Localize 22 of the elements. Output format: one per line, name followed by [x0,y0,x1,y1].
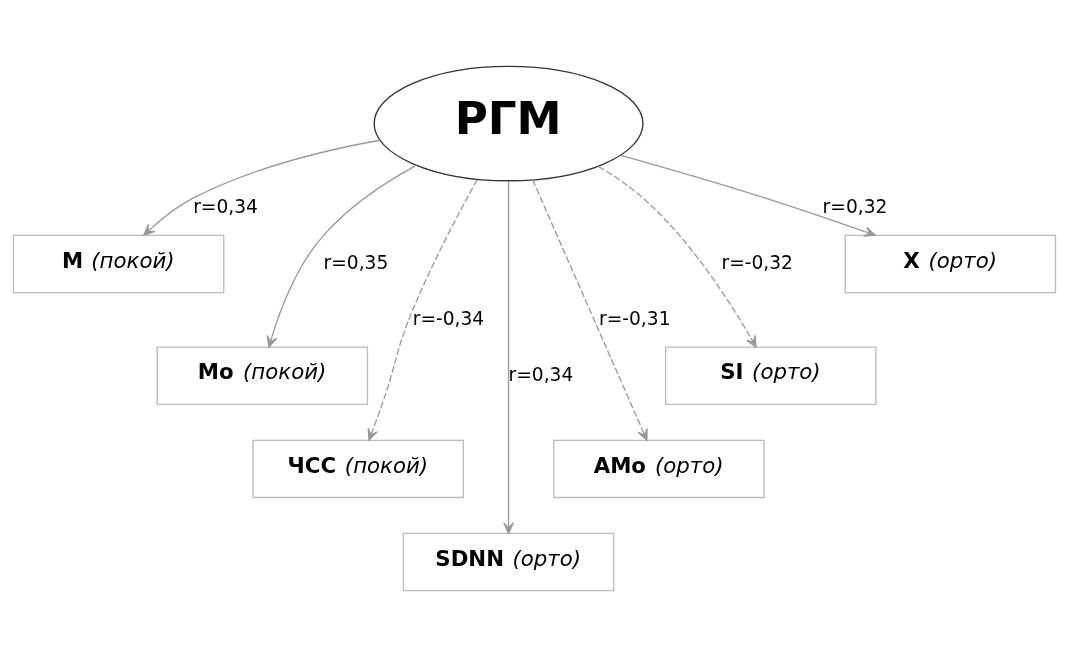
node-box: AMo (орто) [553,439,765,499]
edge-label: r=-0,32 [721,251,793,273]
node-ellipse: РГМ [373,65,644,182]
edge-label: r=0,35 [323,251,389,273]
arrow [503,180,514,535]
edge-label: r=-0,31 [599,307,671,329]
arrow [266,164,417,348]
node-box: ЧСС (покой) [252,439,464,499]
node-box: М (покой) [12,234,225,294]
edge-label: r=0,34 [508,363,574,385]
edge-label: r=0,32 [822,195,888,217]
node-box: X (орто) [844,234,1057,294]
node-box: SDNN (орто) [402,532,615,592]
node-box: SI (орто) [664,346,877,406]
arrow [532,179,648,441]
arrow [143,139,381,236]
edge-label: r=0,34 [193,195,258,217]
arrow [597,165,757,348]
arrow [620,154,876,237]
arrow [367,178,478,441]
edge-label: r=-0,34 [412,307,485,329]
node-box: Мо (покой) [156,346,369,406]
